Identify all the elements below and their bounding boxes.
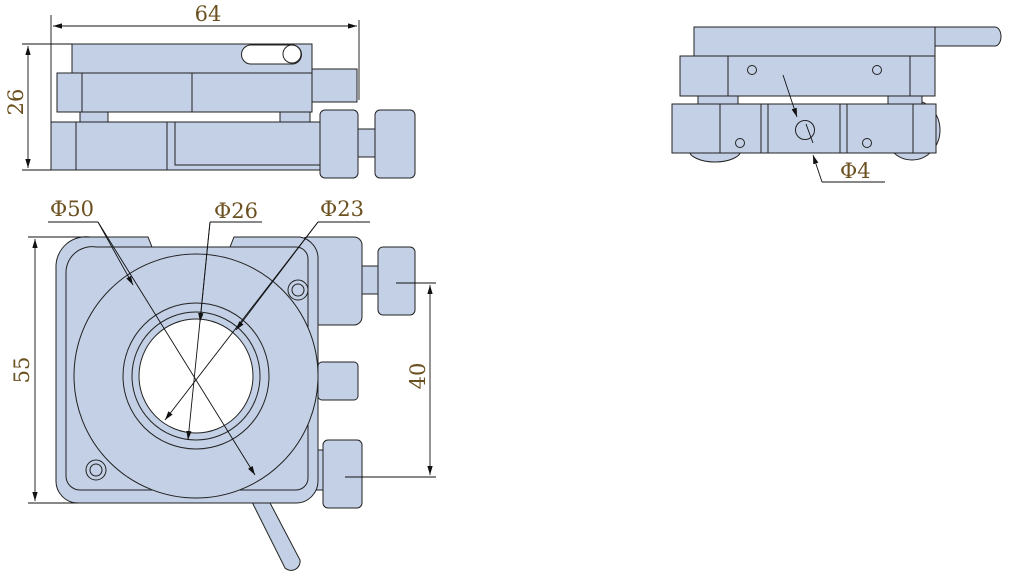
knob-spacing-dimension: 40: [406, 363, 430, 390]
top-view: Φ4: [671, 26, 1002, 183]
slot: [241, 44, 302, 65]
aperture-diameter-label: Φ23: [320, 197, 364, 221]
width-dimension: 64: [195, 2, 222, 26]
ring-diameter-label: Φ26: [214, 199, 258, 223]
side-view: 64 26: [4, 2, 416, 179]
hole-diameter-label: Φ4: [840, 159, 871, 183]
outer-diameter-label: Φ50: [50, 197, 94, 221]
front-view: Φ50 Φ26 Φ23 55 40: [10, 197, 436, 571]
height-side-dimension: 26: [4, 89, 28, 116]
height-front-dimension: 55: [10, 357, 34, 384]
